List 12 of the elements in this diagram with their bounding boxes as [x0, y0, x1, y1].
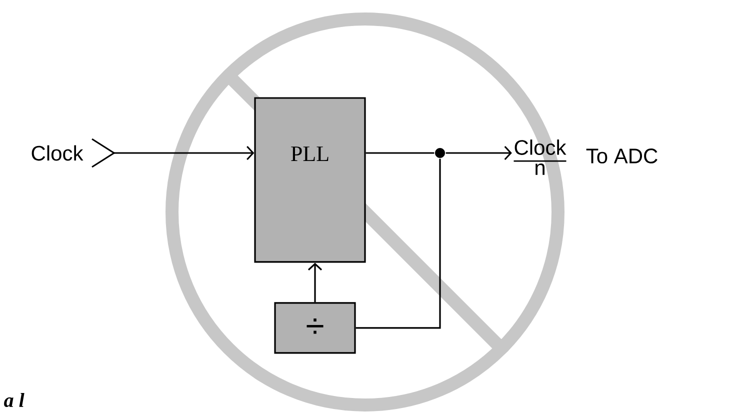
divider-block: ÷ — [274, 302, 356, 354]
connector — [356, 158, 441, 329]
output-fraction: Clock n — [514, 140, 566, 175]
connector — [114, 146, 254, 160]
junction-dot — [435, 148, 445, 158]
connector — [308, 262, 322, 302]
destination-label: To ADC — [586, 148, 658, 164]
connector — [446, 146, 512, 160]
connector — [366, 152, 434, 154]
pll-block: PLL — [254, 97, 366, 263]
input-label: Clock — [32, 145, 84, 161]
fragment-label: a l — [4, 392, 24, 408]
